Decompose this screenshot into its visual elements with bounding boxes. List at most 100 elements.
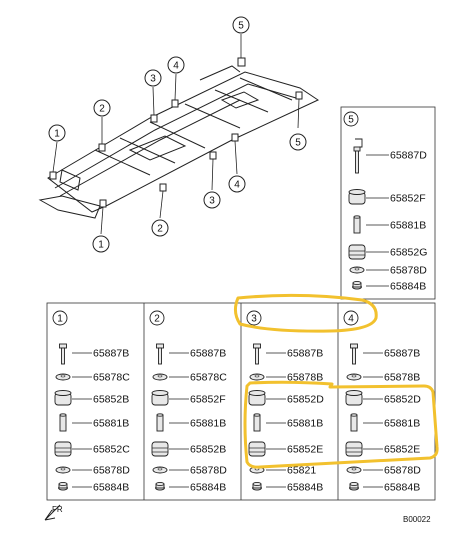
part-icon	[248, 441, 266, 457]
part-row: 65852D	[345, 390, 421, 406]
part-number: 65852D	[384, 394, 421, 406]
part-number: 65881B	[93, 418, 129, 430]
part-number: 65878D	[93, 465, 130, 477]
part-row: 65884B	[349, 481, 420, 494]
frame-mount-points	[49, 57, 303, 208]
part-number: 65878C	[190, 372, 227, 384]
part-number: 65887D	[390, 150, 427, 162]
part-row: 65881B	[253, 413, 323, 432]
part-row: 65887B	[59, 343, 129, 365]
part-row: 65884B	[58, 482, 129, 494]
part-icon	[253, 343, 261, 365]
part-icon	[59, 343, 67, 365]
callout-number: 1	[98, 240, 104, 251]
part-row: 65878D	[349, 265, 427, 277]
part-icon	[249, 373, 265, 381]
part-row: 65852G	[348, 244, 427, 260]
callout-number: 3	[209, 196, 215, 207]
part-icon	[346, 466, 362, 474]
part-icon	[350, 413, 358, 432]
part-row: 65884B	[252, 482, 323, 494]
part-row: 65878C	[55, 372, 130, 384]
part-number: 65887B	[190, 348, 226, 360]
panel-4: 4 65887B 65878B 65852D 65881B 65852E 65878D 658…	[343, 310, 421, 494]
frame-callout-1: 1	[48, 124, 66, 142]
callout-number: 2	[157, 224, 163, 235]
part-row: 65878D	[55, 465, 130, 477]
part-icon	[346, 373, 362, 381]
callout-number: 1	[54, 129, 60, 140]
part-row: 65852D	[248, 390, 324, 406]
part-number: 65852E	[287, 444, 323, 456]
panel-3: 3 65887B 65878B 65852D 65881B 65852E 65821 6588…	[246, 310, 324, 494]
part-number: 65821	[287, 465, 316, 477]
part-row: 65878B	[346, 372, 420, 384]
panel-5-border	[340, 106, 436, 300]
part-number: 65881B	[190, 418, 226, 430]
callout-number: 5	[238, 21, 244, 32]
frame-callout-3: 3	[144, 69, 162, 87]
frame-callout-1: 1	[92, 235, 110, 253]
frame-callout-5: 5	[232, 16, 250, 34]
part-number: 65884B	[390, 281, 426, 293]
part-row: 65881B	[350, 413, 420, 432]
part-icon	[155, 481, 165, 491]
panel-number: 3	[251, 314, 257, 325]
highlight-panel-headers	[233, 293, 378, 333]
part-number: 65878B	[384, 372, 420, 384]
panel-number: 2	[154, 314, 160, 325]
part-row: 65887B	[156, 343, 226, 365]
part-number: 65878C	[93, 372, 130, 384]
part-icon	[353, 215, 361, 234]
part-number: 65884B	[384, 482, 420, 494]
callout-number: 4	[173, 61, 179, 72]
part-number: 65884B	[190, 482, 226, 494]
part-icon	[156, 343, 164, 365]
frame-callout-2: 2	[93, 99, 111, 117]
part-number: 65887B	[287, 348, 323, 360]
frame-callout-4: 4	[228, 175, 246, 193]
part-number: 65881B	[384, 418, 420, 430]
part-icon	[59, 413, 67, 432]
part-icon	[353, 138, 363, 174]
part-row: 65821	[249, 465, 316, 477]
part-number: 65878D	[384, 465, 421, 477]
part-number: 65878B	[287, 372, 323, 384]
part-icon	[350, 343, 358, 365]
part-row: 65852B	[151, 441, 226, 457]
part-row: 65887B	[350, 343, 420, 365]
part-icon	[248, 390, 266, 406]
part-number: 65852G	[390, 247, 427, 259]
part-row: 65878D	[152, 465, 227, 477]
part-number: 65878D	[390, 265, 427, 277]
part-row: 65881B	[59, 413, 129, 432]
part-number: 65852E	[384, 444, 420, 456]
part-icon	[345, 390, 363, 406]
part-number: 65887B	[384, 348, 420, 360]
part-number: 65881B	[390, 220, 426, 232]
part-row: 65852E	[345, 441, 420, 457]
part-number: 65852F	[190, 394, 226, 406]
part-icon	[152, 373, 168, 381]
part-number: 65881B	[287, 418, 323, 430]
part-icon	[151, 441, 169, 457]
front-label: FR	[52, 505, 63, 514]
part-icon	[352, 280, 362, 290]
part-icon	[349, 481, 359, 491]
frame-callout-5: 5	[289, 133, 307, 151]
panel-5-header: 5	[343, 111, 359, 127]
panel-4-header: 4	[343, 310, 359, 326]
panel-1-header: 1	[52, 310, 68, 326]
part-row: 65881B	[353, 215, 426, 234]
part-icon	[54, 390, 72, 406]
part-row: 65887D	[353, 138, 427, 174]
callout-number: 4	[234, 180, 240, 191]
part-number: 65852C	[93, 444, 130, 456]
frame-callout-4: 4	[167, 56, 185, 74]
highlight-annotations	[233, 293, 439, 469]
panel-number: 5	[348, 115, 354, 126]
callout-number: 2	[99, 104, 105, 115]
panel-2: 2 65887B 65878C 65852F 65881B 65852B 65878D 658…	[149, 310, 227, 494]
